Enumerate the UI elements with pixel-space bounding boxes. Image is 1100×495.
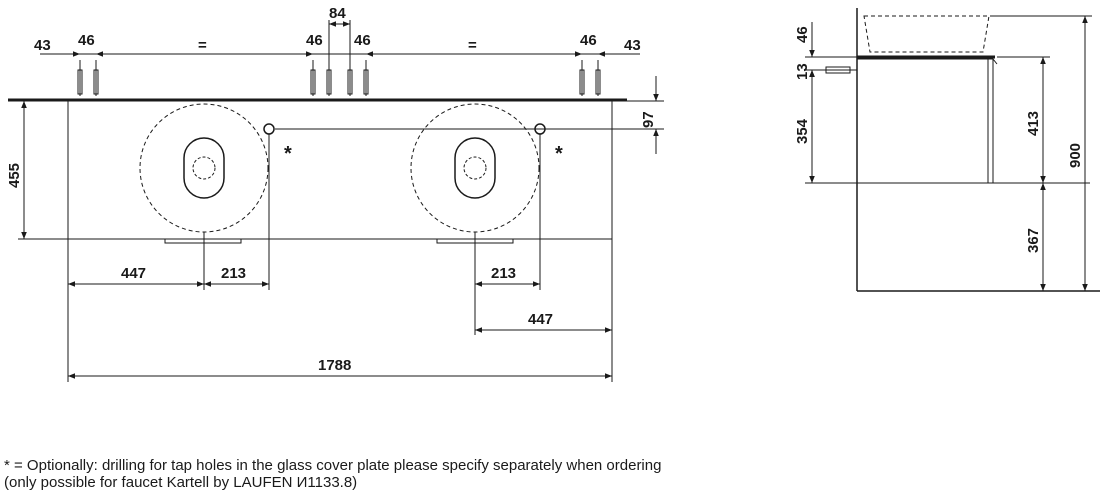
top-dimension-chain [40,20,640,60]
footnote-line-2: (only possible for faucet Kartell by LAU… [4,474,358,491]
dim-height-455: 455 [6,163,23,188]
dim-center-right-tap: 46 [354,32,371,49]
tap-offset-dimension-97 [275,76,664,154]
dim-left-equal: = [198,37,207,54]
dim-tap-offset-97: 97 [640,111,657,128]
side-view: 46 13 354 413 367 900 [794,8,1100,292]
dim-right-tap-213: 213 [491,265,516,282]
dim-center-left-tap: 46 [306,32,323,49]
dim-left-tap-spacing: 46 [78,32,95,49]
side-cabinet [856,58,994,184]
bolt-pair-center-left [310,60,332,96]
dim-side-413: 413 [1025,111,1042,136]
left-basin-drain [192,156,216,180]
dim-left-tap-213: 213 [221,265,246,282]
right-basin-outline [410,103,540,233]
basin-profile [863,15,990,53]
left-tap-hole [263,123,275,135]
bolt-pair-center-right [347,60,369,96]
bottom-dimensions [68,281,612,379]
left-handle [164,238,242,244]
dim-side-13: 13 [794,63,811,80]
dim-right-outer: 43 [624,37,641,54]
right-tap-hole-marker: * [555,143,563,165]
side-bolt [822,66,857,74]
dim-center-spacing: 84 [329,5,346,22]
left-basin-bowl [183,137,225,199]
dim-right-tap-spacing: 46 [580,32,597,49]
left-tap-hole-marker: * [284,143,292,165]
dim-left-outer: 43 [34,37,51,54]
left-basin [139,103,269,233]
dim-side-354: 354 [794,118,811,144]
left-basin-outline [139,103,269,233]
right-basin-drain [463,156,487,180]
dim-side-367: 367 [1025,228,1042,253]
cabinet-body [67,100,613,240]
dim-left-width-447: 447 [121,265,146,282]
right-basin [410,103,540,233]
dim-total-width-1788: 1788 [318,357,351,374]
bolt-pair-right [579,60,601,96]
side-dimensions [805,15,1092,291]
right-basin-bowl [454,137,496,199]
front-view: * * [6,5,664,382]
dim-right-width-447: 447 [528,311,553,328]
dim-right-equal: = [468,37,477,54]
bolt-pair-left [77,60,99,96]
height-dimension-455 [18,101,68,240]
footnote-line-1: * = Optionally: drilling for tap holes i… [4,457,662,474]
dim-side-900: 900 [1067,143,1084,168]
dim-side-46: 46 [794,26,811,43]
mounting-bolts [77,60,601,96]
